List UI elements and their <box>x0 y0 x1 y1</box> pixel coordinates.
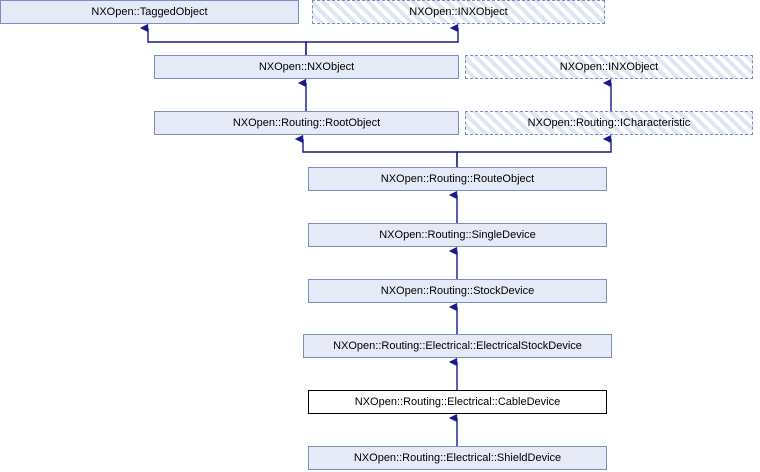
class-node-stockdevice[interactable]: NXOpen::Routing::StockDevice <box>308 279 607 303</box>
edge-routeobject-parents <box>294 134 612 167</box>
class-node-inxobject-second[interactable]: NXOpen::INXObject <box>465 55 753 79</box>
class-node-nxobject[interactable]: NXOpen::NXObject <box>154 55 459 79</box>
class-node-routeobject[interactable]: NXOpen::Routing::RouteObject <box>308 167 607 191</box>
class-node-inxobject-top[interactable]: NXOpen::INXObject <box>312 0 605 24</box>
class-node-singledevice[interactable]: NXOpen::Routing::SingleDevice <box>308 223 607 247</box>
class-node-icharacteristic[interactable]: NXOpen::Routing::ICharacteristic <box>465 111 753 135</box>
class-node-shielddevice[interactable]: NXOpen::Routing::Electrical::ShieldDevic… <box>308 446 607 470</box>
edge-nxobject-parents <box>139 23 459 55</box>
class-node-taggedobject[interactable]: NXOpen::TaggedObject <box>0 0 299 24</box>
class-node-rootobject[interactable]: NXOpen::Routing::RootObject <box>154 111 459 135</box>
class-node-cabledevice[interactable]: NXOpen::Routing::Electrical::CableDevice <box>308 390 607 414</box>
class-node-electricalstockdevice[interactable]: NXOpen::Routing::Electrical::ElectricalS… <box>303 334 612 358</box>
